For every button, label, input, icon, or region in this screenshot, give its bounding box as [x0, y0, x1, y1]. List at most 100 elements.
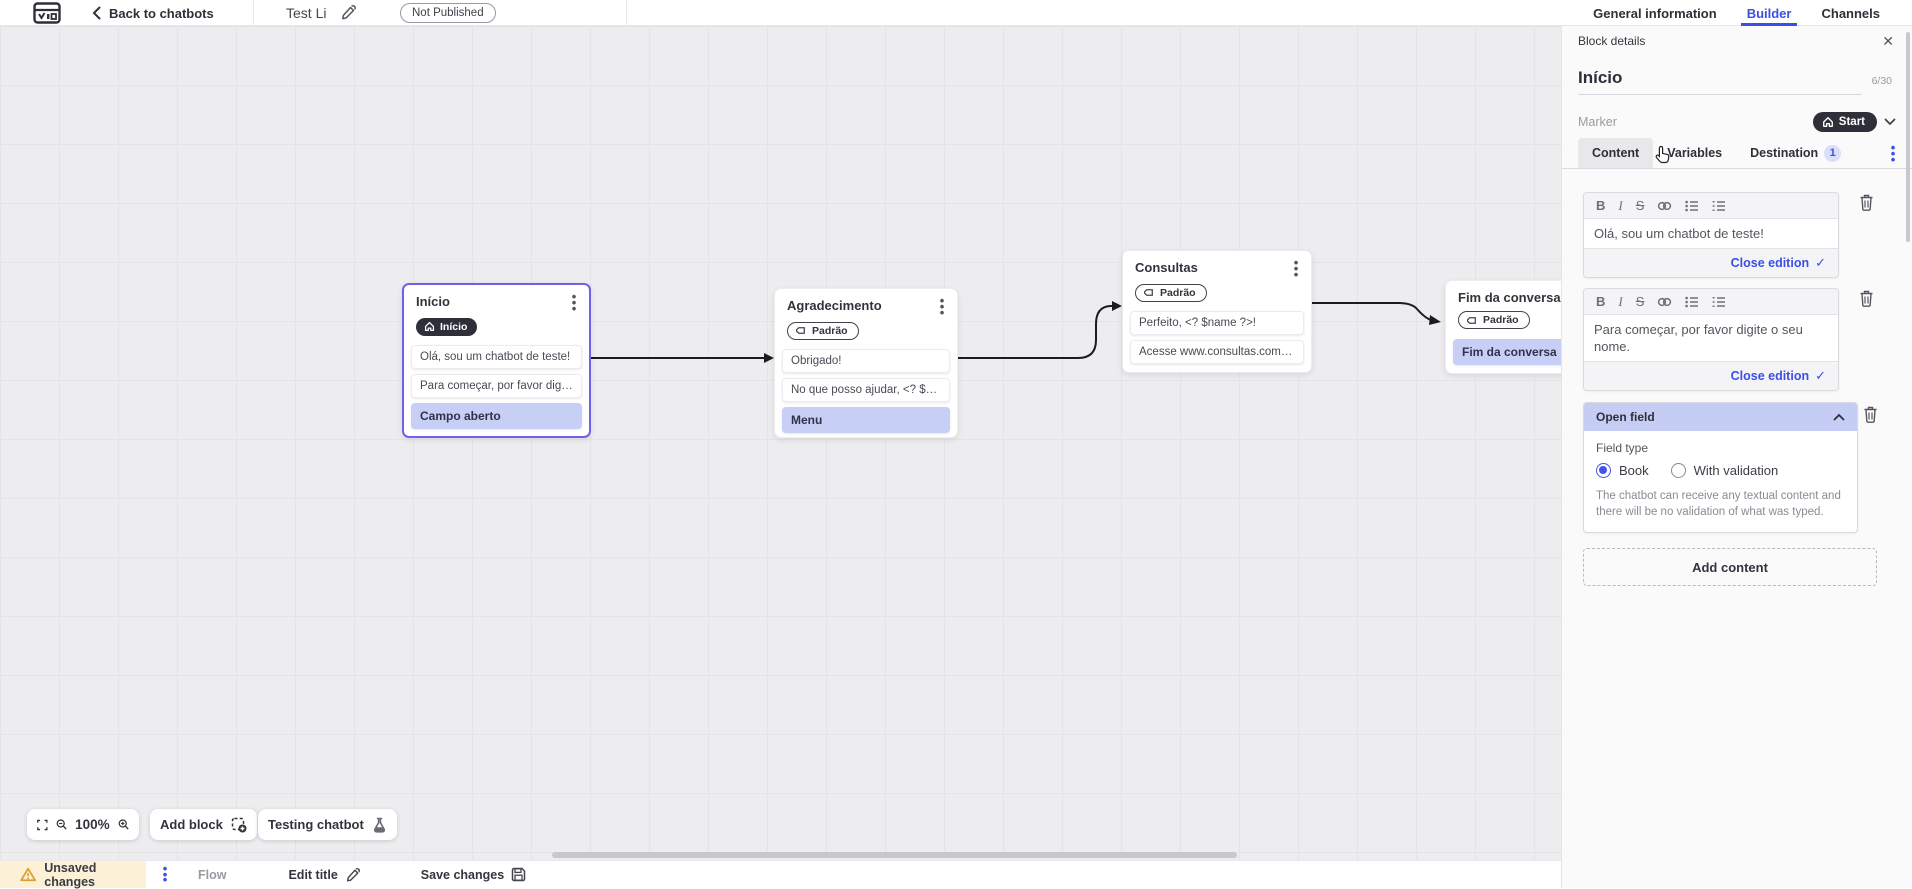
char-counter: 6/30 — [1871, 75, 1892, 87]
chevron-down-icon[interactable] — [1884, 118, 1896, 126]
field-type-label: Field type — [1596, 441, 1649, 455]
flow-canvas[interactable]: Início ••• Início Olá, sou um chatbot de… — [0, 26, 1561, 860]
radio-option-book[interactable]: Book — [1596, 463, 1649, 478]
marker-value: Start — [1838, 116, 1865, 128]
close-icon[interactable]: ✕ — [1882, 32, 1894, 49]
app-logo-icon — [33, 2, 61, 24]
tab-destination[interactable]: Destination 1 — [1736, 138, 1855, 168]
statusbar-menu-icon[interactable]: ••• — [162, 860, 168, 888]
back-label: Back to chatbots — [109, 5, 214, 21]
editor-toolbar: B I S — [1584, 193, 1838, 219]
block-name-input[interactable]: Início — [1578, 68, 1862, 95]
radio-unselected-icon[interactable] — [1670, 463, 1686, 478]
open-field-description: The chatbot can receive any textual cont… — [1596, 490, 1841, 518]
zoom-level: 100% — [75, 817, 110, 832]
tab-content[interactable]: Content — [1578, 138, 1654, 168]
content-editor-1[interactable]: B I S Olá, sou um chatbot de teste! — [1583, 192, 1839, 278]
block-menu-card[interactable]: Menu — [782, 407, 950, 434]
tab-builder[interactable]: Builder — [1740, 0, 1798, 26]
link-icon[interactable] — [1657, 200, 1672, 212]
tab-destination-label: Destination — [1750, 146, 1819, 160]
save-changes-button[interactable]: Save changes — [421, 867, 526, 882]
check-icon: ✓ — [1815, 255, 1826, 270]
zoom-in-icon[interactable] — [118, 817, 129, 832]
zoom-out-icon[interactable] — [56, 817, 67, 832]
testing-chatbot-button[interactable]: Testing chatbot — [258, 809, 397, 840]
trash-icon[interactable] — [1859, 194, 1874, 211]
bullet-list-icon[interactable] — [1685, 200, 1699, 212]
block-message-card[interactable]: No que posso ajudar, <? $name ... — [782, 378, 950, 403]
block-menu-icon[interactable]: ••• — [1293, 255, 1299, 282]
warning-icon — [20, 867, 36, 882]
publish-status-badge: Not Published — [400, 3, 496, 23]
block-title: Início — [416, 294, 450, 309]
flow-block-agradecimento[interactable]: Agradecimento ••• Padrão Obrigado! No qu… — [774, 288, 958, 438]
radio-option-with-validation[interactable]: With validation — [1670, 463, 1778, 478]
close-edition-button[interactable]: Close edition — [1730, 369, 1810, 383]
marker-start-pill[interactable]: Start — [1812, 112, 1877, 132]
block-message-card[interactable]: Para começar, por favor digite o ... — [411, 374, 582, 399]
topbar-divider — [253, 0, 254, 26]
block-message-card[interactable]: Acesse www.consultas.com par... — [1130, 340, 1304, 365]
marker-label: Padrão — [812, 324, 848, 337]
unsaved-changes-indicator: Unsaved changes — [0, 860, 146, 889]
edit-title-button[interactable]: Edit title — [288, 867, 360, 883]
marker-label: Início — [440, 320, 468, 333]
tab-variables-label: Variables — [1667, 146, 1723, 160]
panel-menu-icon[interactable]: ••• — [1890, 140, 1896, 167]
tag-icon — [796, 327, 805, 334]
flow-block-fim-da-conversa[interactable]: Fim da conversa Padrão Fim da conversa — [1445, 280, 1561, 374]
panel-scrollbar[interactable] — [1906, 32, 1910, 242]
block-message-card[interactable]: Olá, sou um chatbot de teste! — [411, 345, 582, 370]
tab-general-information[interactable]: General information — [1593, 5, 1717, 21]
flow-block-consultas[interactable]: Consultas ••• Padrão Perfeito, <? $name … — [1122, 250, 1312, 373]
chevron-up-icon[interactable] — [1833, 413, 1845, 421]
add-block-icon — [231, 817, 247, 832]
connector-lines — [591, 301, 1441, 363]
block-message-card[interactable]: Obrigado! — [782, 349, 950, 374]
trash-icon[interactable] — [1859, 290, 1874, 307]
link-icon[interactable] — [1657, 296, 1672, 308]
save-changes-label: Save changes — [420, 867, 505, 882]
bold-icon[interactable]: B — [1596, 198, 1606, 213]
horizontal-scrollbar[interactable] — [552, 852, 1237, 858]
flow-view-label[interactable]: Flow — [198, 867, 227, 882]
edit-title-pencil-icon[interactable] — [340, 4, 357, 21]
home-icon — [424, 321, 435, 332]
block-menu-icon[interactable]: ••• — [571, 289, 577, 316]
open-field-header[interactable]: Open field — [1584, 403, 1857, 431]
editor-text[interactable]: Olá, sou um chatbot de teste! — [1584, 219, 1838, 248]
italic-icon[interactable]: I — [1618, 197, 1623, 213]
flow-block-inicio[interactable]: Início ••• Início Olá, sou um chatbot de… — [402, 283, 591, 438]
block-open-field-card[interactable]: Campo aberto — [411, 403, 582, 430]
bullet-list-icon[interactable] — [1685, 296, 1699, 308]
unsaved-label: Unsaved changes — [44, 860, 97, 889]
block-end-card[interactable]: Fim da conversa — [1453, 338, 1561, 365]
add-content-button[interactable]: Add content — [1583, 548, 1877, 586]
add-block-button[interactable]: Add block — [150, 809, 257, 840]
italic-icon[interactable]: I — [1618, 293, 1623, 309]
strikethrough-icon[interactable]: S — [1635, 294, 1645, 309]
numbered-list-icon[interactable] — [1712, 296, 1726, 308]
topbar-divider-2 — [626, 0, 627, 26]
check-icon: ✓ — [1815, 368, 1826, 383]
block-menu-icon[interactable]: ••• — [939, 293, 945, 320]
tab-channels[interactable]: Channels — [1821, 5, 1880, 21]
panel-tabs: Content Variables Destination 1 ••• — [1562, 138, 1912, 169]
radio-selected-icon[interactable] — [1596, 463, 1611, 478]
fit-screen-icon[interactable] — [37, 818, 48, 832]
destination-count-badge: 1 — [1824, 144, 1842, 162]
trash-icon[interactable] — [1863, 406, 1878, 423]
content-editor-2[interactable]: B I S Para começar, por favor digite o s… — [1583, 288, 1839, 391]
tab-variables[interactable]: Variables — [1653, 138, 1736, 168]
panel-title: Block details — [1578, 34, 1646, 48]
strikethrough-icon[interactable]: S — [1635, 198, 1645, 213]
back-to-chatbots-button[interactable]: Back to chatbots — [92, 0, 214, 26]
block-title: Consultas — [1135, 260, 1198, 275]
block-message-card[interactable]: Perfeito, <? $name ?>! — [1130, 311, 1304, 336]
close-edition-button[interactable]: Close edition — [1730, 256, 1810, 270]
numbered-list-icon[interactable] — [1712, 200, 1726, 212]
marker-label: Padrão — [1160, 286, 1196, 299]
editor-text[interactable]: Para começar, por favor digite o seu nom… — [1584, 315, 1838, 361]
bold-icon[interactable]: B — [1596, 294, 1606, 309]
